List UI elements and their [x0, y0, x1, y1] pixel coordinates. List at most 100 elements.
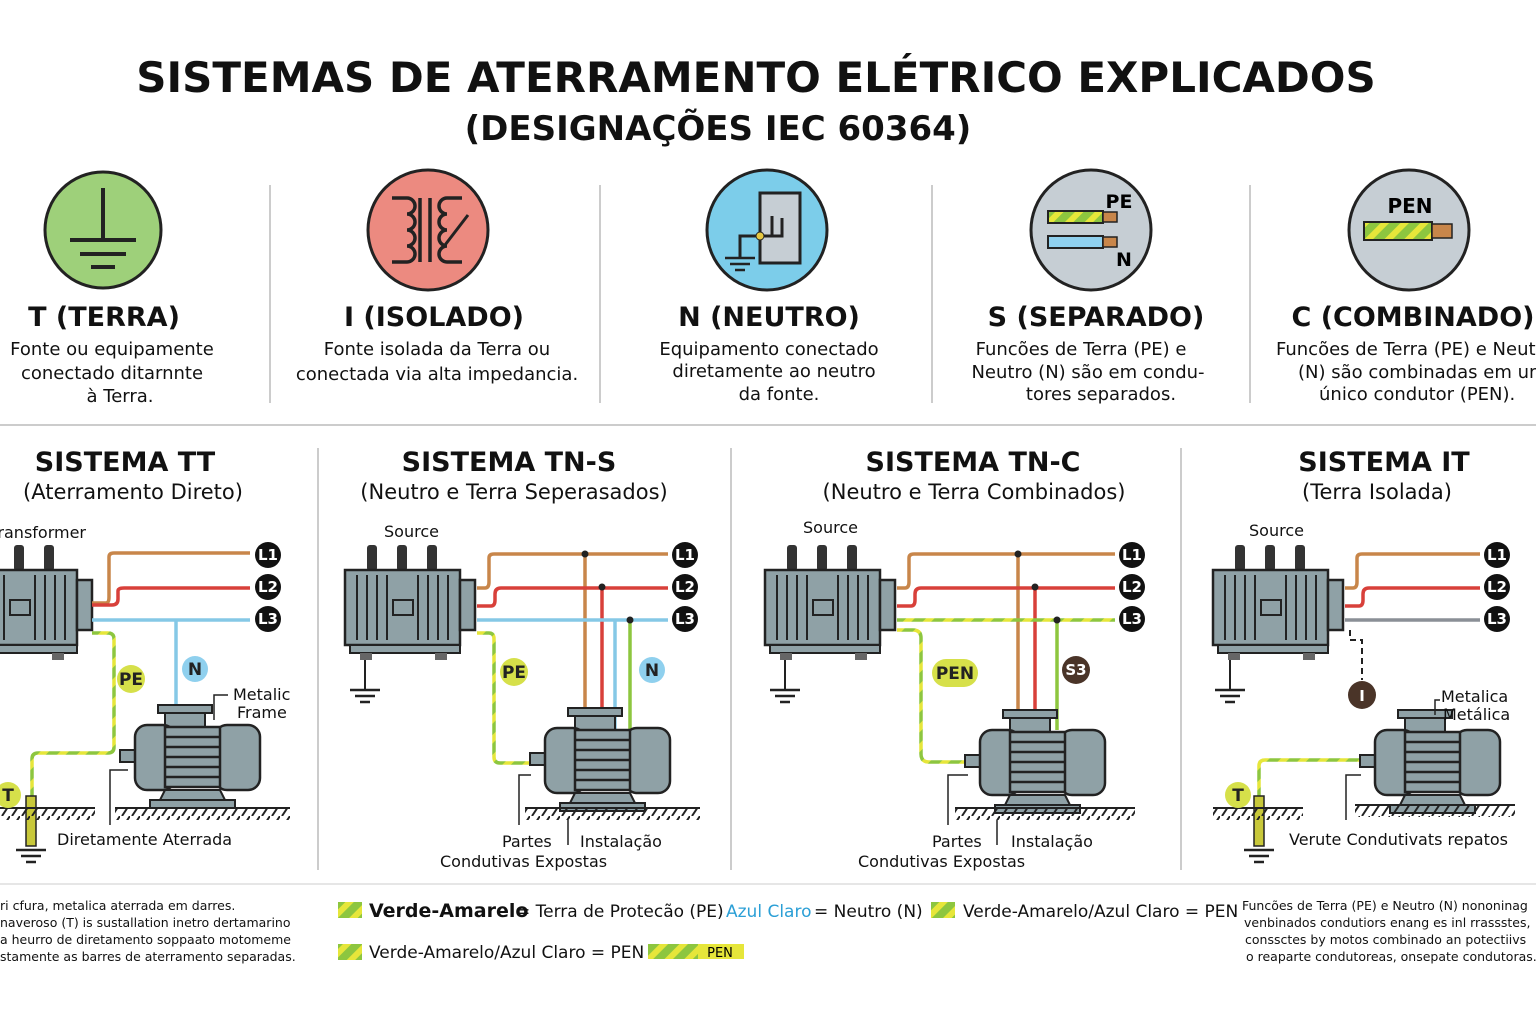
separate-conductors-icon: PE N	[1029, 168, 1153, 292]
ground-icon	[348, 688, 382, 704]
exposed-parts-note: Verute Condutivats repatos	[1289, 830, 1508, 849]
category-s-title: S (SEPARADO)	[988, 302, 1205, 333]
combined-conductor-icon: PEN	[1347, 168, 1471, 292]
category-s-desc: Funcões de Terra (PE) e	[976, 339, 1187, 360]
system-tt-subtitle: (Aterramento Direto)	[23, 480, 243, 504]
legend-pen: Verde-Amarelo/Azul Claro = PEN	[963, 902, 1238, 922]
motor	[1358, 708, 1502, 815]
legend-right-note: conssctes by motos combinado an potectii…	[1245, 932, 1526, 947]
transformer-icon	[366, 168, 490, 292]
neutral-connection-icon	[705, 168, 829, 292]
exposed-parts-label: Partes	[932, 832, 982, 851]
ground-icon	[1213, 688, 1247, 704]
legend-left-note: ri cfura, metalica aterrada em darres.	[0, 898, 235, 913]
system-tns-title: SISTEMA TN-S	[402, 447, 617, 478]
phase-l3-label: L3	[258, 610, 278, 628]
pen-bar	[648, 944, 698, 959]
motor	[528, 706, 672, 813]
pe-badge: PE	[119, 670, 143, 690]
pe-wire	[30, 631, 116, 799]
category-s-desc: Neutro (N) são em condu-	[971, 362, 1204, 383]
n-badge: N	[645, 661, 659, 681]
n-wire	[92, 618, 250, 705]
exposed-parts-label: Partes	[502, 832, 552, 851]
system-tnc-panel: SISTEMA TN-C (Neutro e Terra Combinados)…	[763, 447, 1145, 871]
l1-wire	[477, 552, 668, 730]
pe-swatch	[338, 902, 362, 918]
category-n-title: N (NEUTRO)	[678, 302, 860, 333]
legend-n-meaning: = Neutro (N)	[814, 902, 923, 922]
phase-l2-label: L2	[1122, 578, 1142, 596]
category-n-desc: Equipamento conectado	[659, 339, 878, 360]
category-c-title: C (COMBINADO)	[1291, 302, 1534, 333]
motor	[963, 708, 1107, 815]
metallic-frame-label: Metalica	[1441, 687, 1508, 706]
metallic-frame-label: Metalic	[233, 685, 290, 704]
phase-l1-label: L1	[258, 546, 278, 564]
phase-labels: L1 L2 L3	[255, 542, 281, 632]
l2-wire	[92, 586, 250, 607]
source-label: Source	[1249, 521, 1304, 540]
pen-bar-label: PEN	[707, 946, 733, 961]
category-i-title: I (ISOLADO)	[344, 302, 524, 333]
category-i-desc: Fonte isolada da Terra ou	[324, 339, 550, 360]
category-c-desc: Funcões de Terra (PE) e Neutro	[1276, 339, 1536, 360]
category-t-desc: à Terra.	[87, 386, 154, 407]
category-labels: T (TERRA) Fonte ou equipamente conectado…	[10, 302, 1536, 407]
ground-icon	[768, 688, 802, 704]
metallic-frame-label: Frame	[237, 703, 287, 722]
phase-l3-label: L3	[1487, 610, 1507, 628]
legend-pe-meaning: = Terra de Protecão (PE)	[516, 902, 724, 922]
phase-l2-label: L2	[258, 578, 278, 596]
category-dividers	[0, 185, 1536, 885]
category-c-desc: (N) são combinadas em um	[1298, 362, 1536, 383]
ground-rod	[1253, 795, 1265, 847]
l2-wire	[477, 586, 668, 730]
pe-wire	[1257, 758, 1360, 796]
source-label: Source	[384, 522, 439, 541]
conductive-parts-label: Condutivas Expostas	[440, 852, 607, 871]
category-c-desc: único condutor (PEN).	[1319, 384, 1515, 405]
l1-wire	[1345, 552, 1480, 590]
phase-l1-label: L1	[1487, 546, 1507, 564]
pen-swatch	[931, 902, 955, 918]
pe-badge: PE	[502, 663, 526, 683]
page-title: SISTEMAS DE ATERRAMENTO ELÉTRICO EXPLICA…	[136, 52, 1376, 102]
i-badge: I	[1359, 687, 1365, 705]
legend-pen: Verde-Amarelo/Azul Claro = PEN	[369, 943, 644, 963]
category-n-desc: diretamente ao neutro	[672, 361, 875, 382]
category-n-desc: da fonte.	[739, 384, 820, 405]
pe-tag: PE	[1106, 191, 1133, 213]
system-it-panel: SISTEMA IT (Terra Isolada) Source L1 L2 …	[1211, 447, 1515, 864]
earth-ground-icon	[43, 170, 163, 290]
t-badge: T	[1232, 786, 1244, 806]
category-t-desc: conectado ditarnnte	[21, 363, 203, 384]
source-label: Transformer	[0, 523, 86, 542]
phase-l3-label: L3	[675, 610, 695, 628]
transformer	[1211, 543, 1345, 662]
system-tns-panel: SISTEMA TN-S (Neutro e Terra Seperasados…	[343, 447, 700, 871]
phase-l3-label: L3	[1122, 610, 1142, 628]
impedance-link	[1349, 630, 1363, 680]
legend-right-note: o reaparte condutoreas, onsepate conduto…	[1246, 949, 1536, 964]
page-subtitle: (DESIGNAÇÕES IEC 60364)	[465, 108, 972, 149]
ground-rod	[25, 795, 37, 847]
system-tnc-title: SISTEMA TN-C	[866, 447, 1081, 478]
l1-wire	[92, 551, 250, 605]
ground-icon	[1242, 848, 1276, 864]
legend-pe-color: Verde-Amarelo	[369, 900, 528, 922]
n-badge: N	[188, 660, 202, 680]
legend-left-note: stamente as barres de aterramento separa…	[0, 949, 296, 964]
phase-l1-label: L1	[675, 546, 695, 564]
metallic-frame-label: Metálica	[1443, 705, 1510, 724]
phase-l2-label: L2	[1487, 578, 1507, 596]
system-tns-subtitle: (Neutro e Terra Seperasados)	[360, 480, 667, 504]
ground-icon	[14, 848, 48, 864]
system-tt-panel: SISTEMA TT (Aterramento Direto) Transfor…	[0, 447, 290, 864]
pen-badge: PEN	[936, 664, 974, 684]
system-tt-title: SISTEMA TT	[35, 447, 216, 478]
l1-wire	[897, 552, 1115, 730]
pe-wire	[477, 631, 530, 765]
system-tnc-subtitle: (Neutro e Terra Combinados)	[823, 480, 1126, 504]
